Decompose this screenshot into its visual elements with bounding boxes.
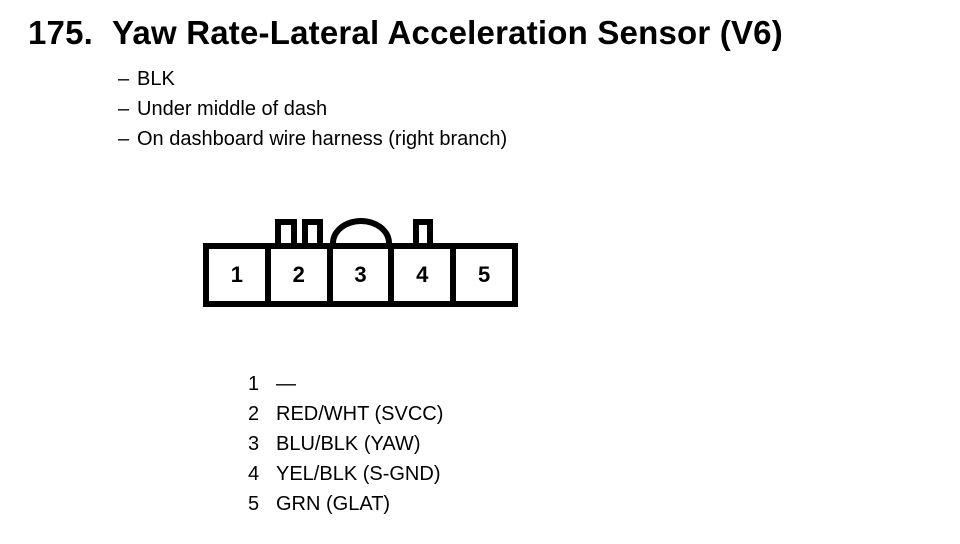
connector-key-tab-icon [302, 219, 323, 243]
pin-cell-1: 1 [209, 249, 265, 301]
bullet-dash: – [118, 68, 130, 90]
pinout-row: 2 RED/WHT (SVCC) [248, 399, 443, 429]
pinout-wire-label: — [276, 373, 296, 395]
section-title: Yaw Rate-Lateral Acceleration Sensor (V6… [112, 14, 783, 51]
pinout-row: 5 GRN (GLAT) [248, 489, 443, 519]
pinout-pin-number: 5 [248, 493, 260, 515]
note-text: Under middle of dash [137, 98, 328, 120]
pin-cell-4: 4 [388, 249, 451, 301]
note-item: – Under middle of dash [118, 94, 507, 124]
pinout-wire-label: YEL/BLK (S-GND) [276, 463, 441, 485]
connector-key-tab-icon [413, 219, 433, 243]
connector-body: 1 2 3 4 5 [203, 243, 518, 307]
pinout-row: 3 BLU/BLK (YAW) [248, 429, 443, 459]
pin-cell-3: 3 [326, 249, 389, 301]
note-item: – BLK [118, 64, 507, 94]
note-text: On dashboard wire harness (right branch) [137, 128, 508, 150]
pinout-pin-number: 1 [248, 373, 260, 395]
connector-key-tab-icon [275, 219, 297, 243]
pinout-wire-label: GRN (GLAT) [276, 493, 391, 515]
note-item: – On dashboard wire harness (right branc… [118, 124, 507, 154]
pinout-pin-number: 3 [248, 433, 260, 455]
connector-diagram: 1 2 3 4 5 [203, 217, 518, 307]
page-title: 175. Yaw Rate-Lateral Acceleration Senso… [28, 14, 783, 52]
bullet-dash: – [118, 128, 130, 150]
pinout-list: 1 — 2 RED/WHT (SVCC) 3 BLU/BLK (YAW) 4 Y… [248, 369, 443, 519]
pinout-row: 4 YEL/BLK (S-GND) [248, 459, 443, 489]
pinout-pin-number: 2 [248, 403, 260, 425]
pinout-row: 1 — [248, 369, 443, 399]
connector-dome-icon [330, 218, 392, 243]
pin-cell-2: 2 [264, 249, 327, 301]
notes-list: – BLK – Under middle of dash – On dashbo… [118, 64, 507, 154]
pinout-pin-number: 4 [248, 463, 260, 485]
pinout-wire-label: BLU/BLK (YAW) [276, 433, 421, 455]
pinout-wire-label: RED/WHT (SVCC) [276, 403, 444, 425]
pin-cell-5: 5 [450, 249, 512, 301]
section-number: 175. [28, 14, 94, 51]
bullet-dash: – [118, 98, 130, 120]
note-text: BLK [137, 68, 175, 90]
